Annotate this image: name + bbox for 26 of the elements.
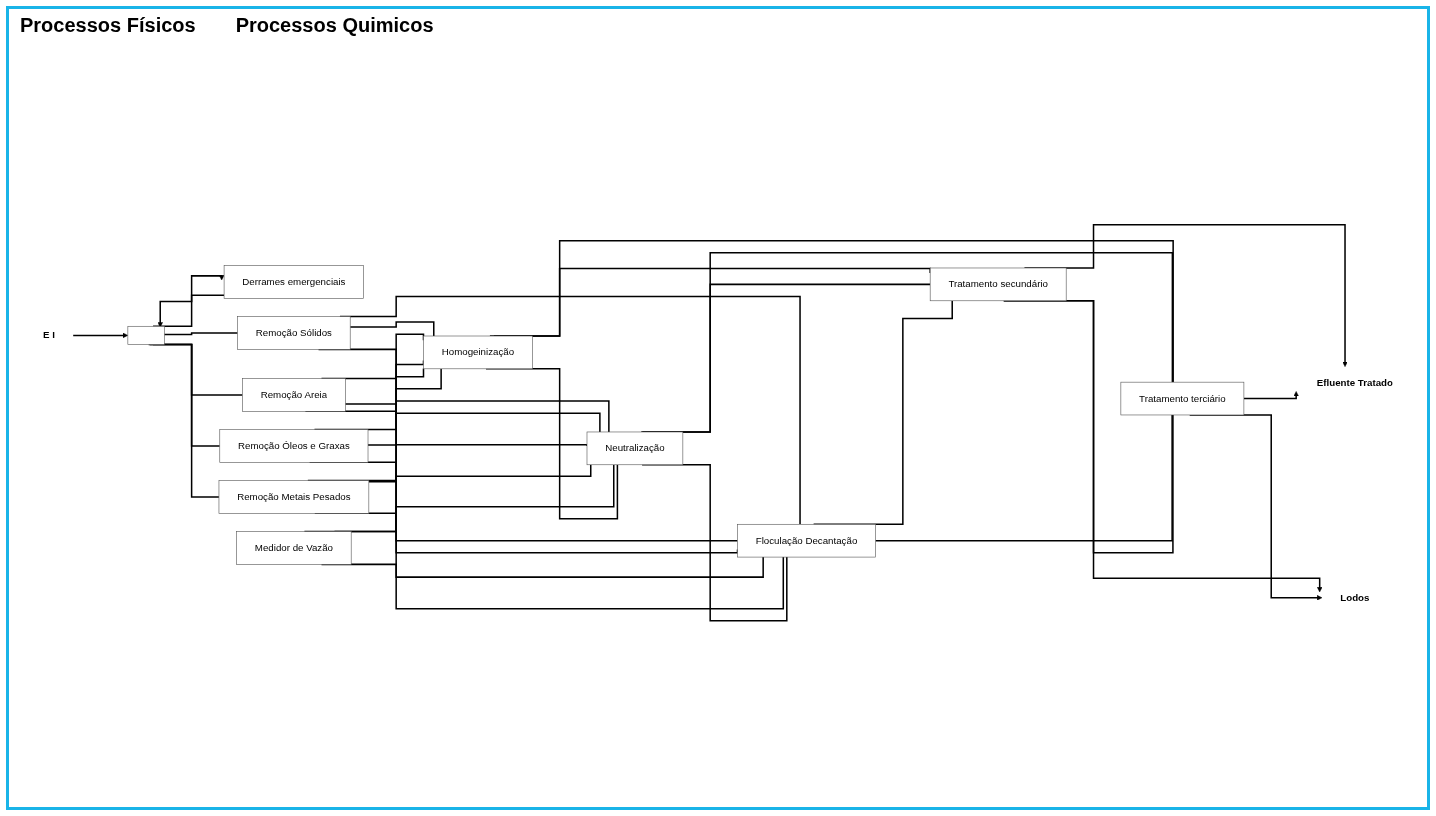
node-text: Efluente Tratado <box>1316 377 1393 388</box>
node-box: Derrames emergenciais <box>223 265 364 299</box>
connector <box>349 321 435 337</box>
node-text: E I <box>43 330 55 341</box>
node-box: Homogeinização <box>423 335 533 370</box>
arrow <box>157 294 225 328</box>
connector <box>344 403 601 433</box>
node-box: Remoção Areia <box>242 378 346 412</box>
node-text: Lodos <box>1340 592 1370 603</box>
node-box: Floculação Decantação <box>737 524 876 558</box>
arrow <box>72 332 129 339</box>
connector <box>368 464 592 483</box>
node-box: Neutralização <box>586 431 684 466</box>
node-box: Tratamento secundário <box>929 267 1067 302</box>
node-box: Medidor de Vazão <box>236 531 352 565</box>
connector <box>367 444 588 447</box>
node-box: Tratamento terciário <box>1120 382 1245 416</box>
connector <box>874 414 1173 542</box>
node-box: Remoção Óleos e Graxas <box>219 429 369 463</box>
section-heading: Processos Quimicos <box>235 14 434 37</box>
node-box: Remoção Metais Pesados <box>218 480 370 514</box>
connector <box>163 332 239 336</box>
node-box: Remoção Sólidos <box>237 316 351 350</box>
arrow <box>1243 391 1299 400</box>
node-box <box>127 326 165 345</box>
section-heading: Processos Físicos <box>20 14 196 37</box>
